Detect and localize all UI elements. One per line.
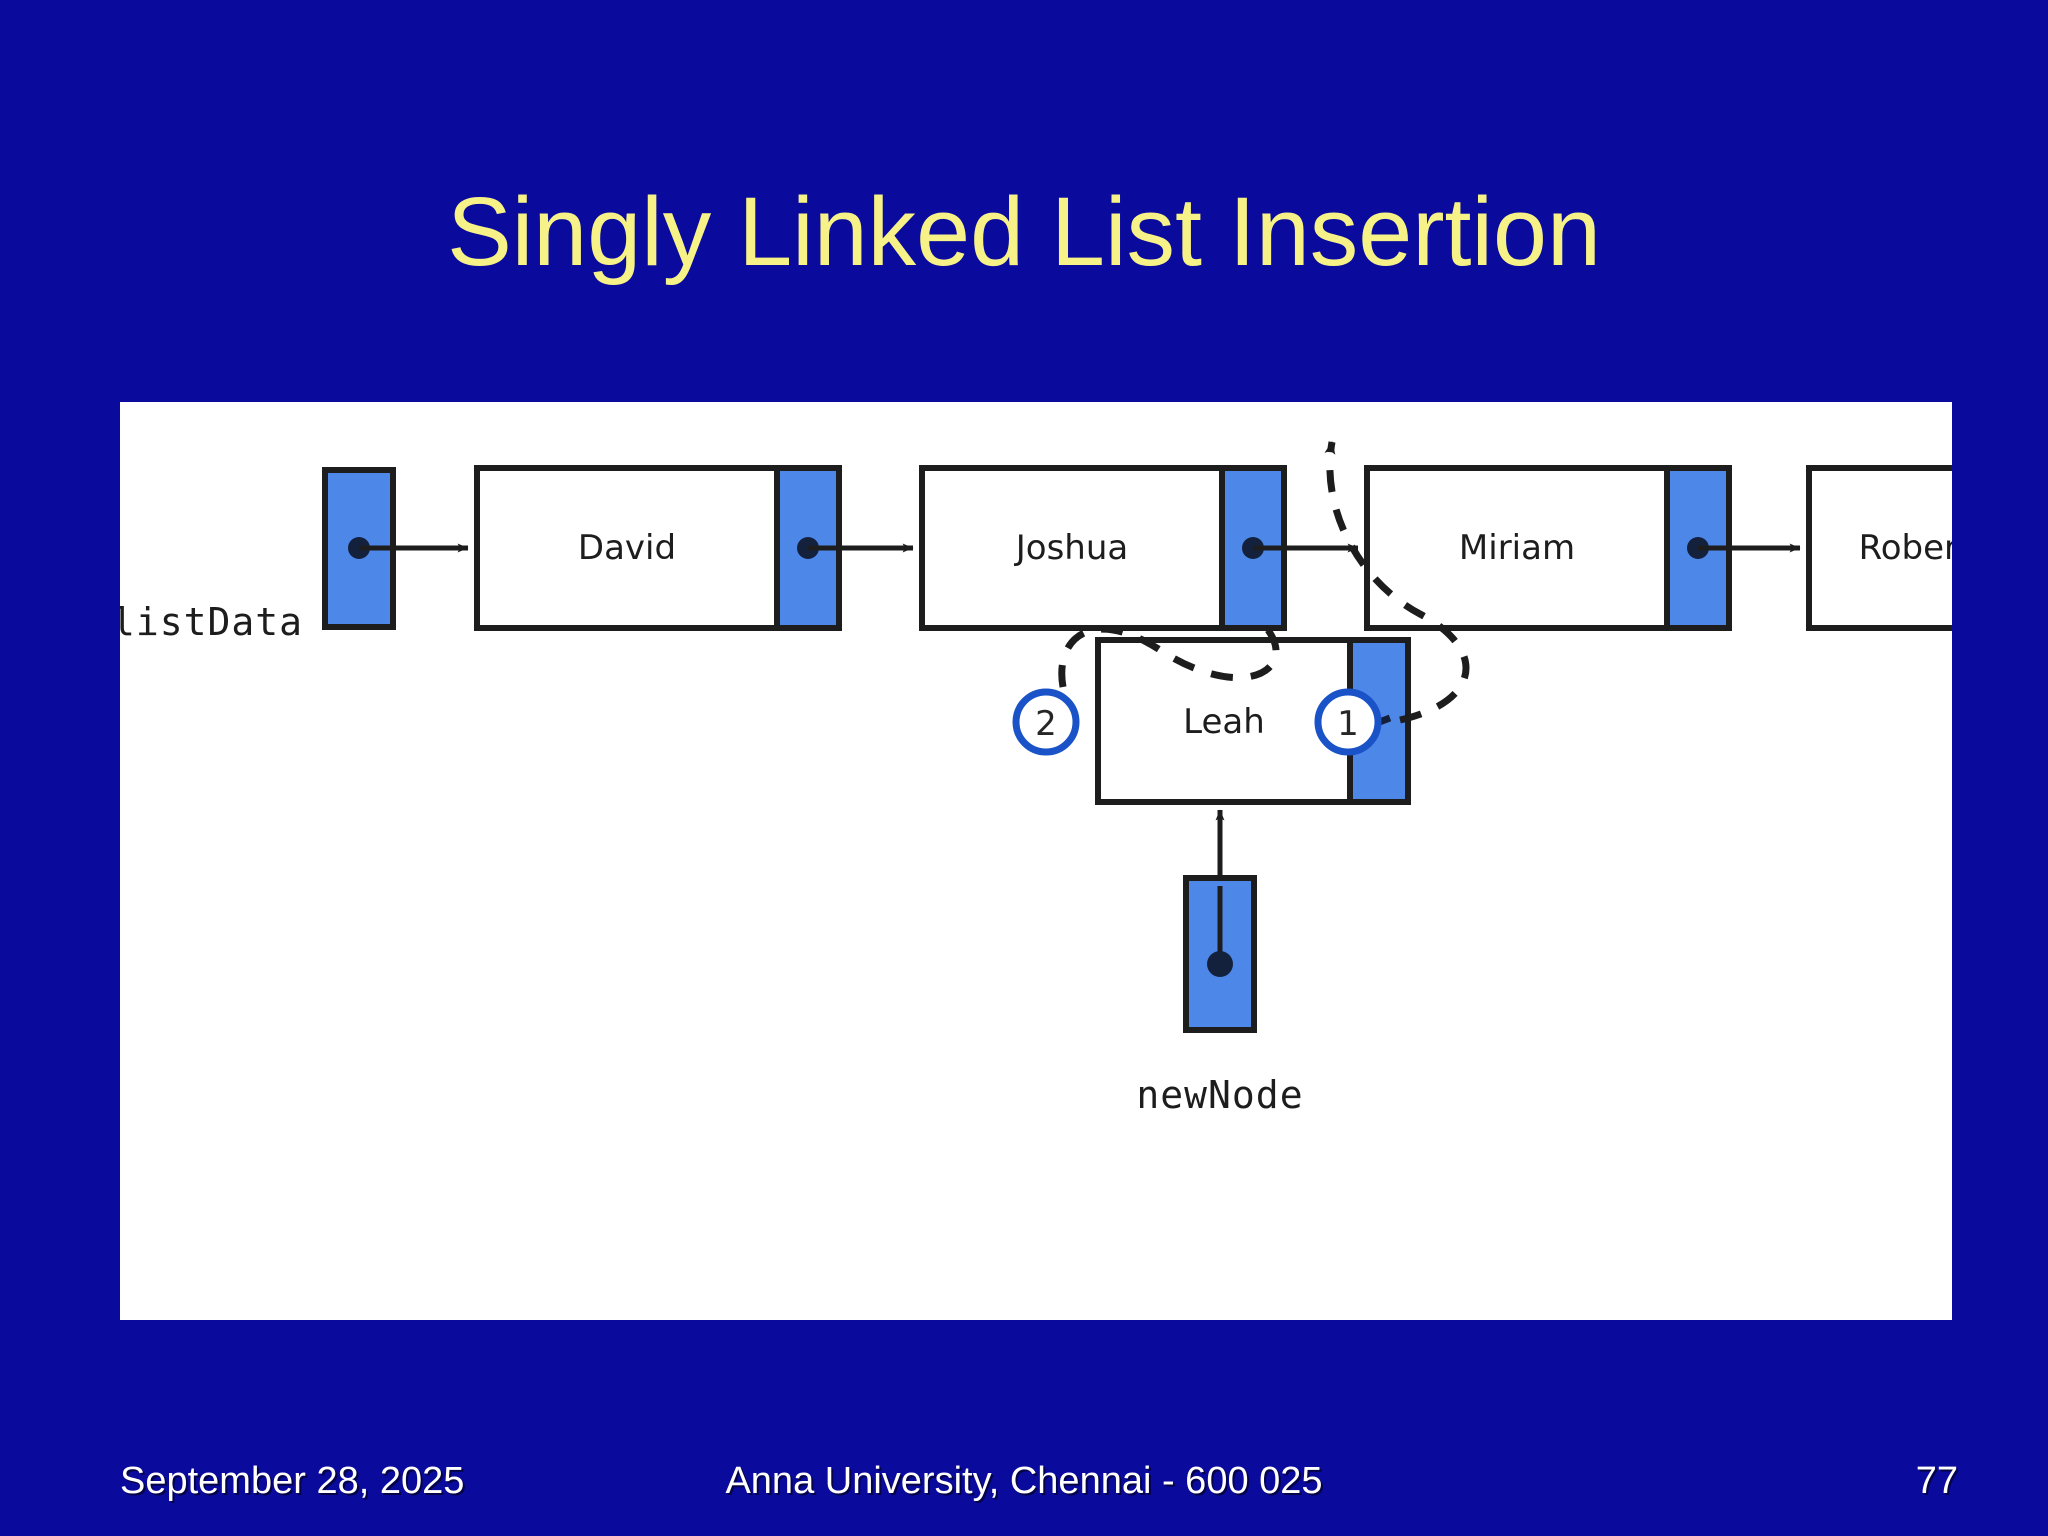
step-1-number: 1 bbox=[1337, 704, 1359, 744]
linked-list-diagram: listData listData David Joshua bbox=[120, 441, 1952, 1117]
new-node-label: newNode bbox=[1136, 1073, 1303, 1117]
node-robert-label: Robert bbox=[1859, 528, 1952, 568]
diagram-panel: listData listData David Joshua bbox=[120, 402, 1952, 1320]
node-leah: Leah bbox=[1095, 637, 1411, 805]
dashed-arrow-step1-leah-to-miriam bbox=[1324, 441, 1470, 724]
node-miriam-data-cell bbox=[1364, 465, 1670, 631]
page-title: Singly Linked List Insertion bbox=[447, 176, 1601, 286]
step-2-circle bbox=[1012, 688, 1080, 756]
node-david-data-cell bbox=[474, 465, 780, 631]
footer-organization: Anna University, Chennai - 600 025 bbox=[725, 1460, 1323, 1502]
node-miriam: Miriam bbox=[1364, 465, 1801, 631]
node-david: David bbox=[474, 465, 914, 631]
node-robert-data-cell bbox=[1806, 465, 1952, 631]
new-node-pointer-dot bbox=[1207, 951, 1233, 977]
node-joshua-label: Joshua bbox=[1014, 528, 1128, 568]
step-marker-2: 2 bbox=[1012, 688, 1080, 756]
footer-date: September 28, 2025 bbox=[120, 1460, 465, 1502]
footer-page-number: 77 bbox=[1915, 1460, 1958, 1502]
step-2-number: 2 bbox=[1035, 704, 1057, 744]
node-leah-data-cell bbox=[1095, 637, 1353, 805]
step-1-circle bbox=[1314, 688, 1382, 756]
new-node-pointer: newNode bbox=[1136, 809, 1303, 1117]
node-joshua: Joshua bbox=[919, 465, 1359, 631]
node-david-label: David bbox=[578, 528, 676, 568]
node-robert: Robert bbox=[1806, 465, 1952, 631]
node-leah-label: Leah bbox=[1183, 702, 1265, 742]
list-data-text: listData bbox=[120, 600, 303, 644]
step-marker-1: 1 bbox=[1314, 688, 1382, 756]
node-miriam-label: Miriam bbox=[1459, 528, 1575, 568]
